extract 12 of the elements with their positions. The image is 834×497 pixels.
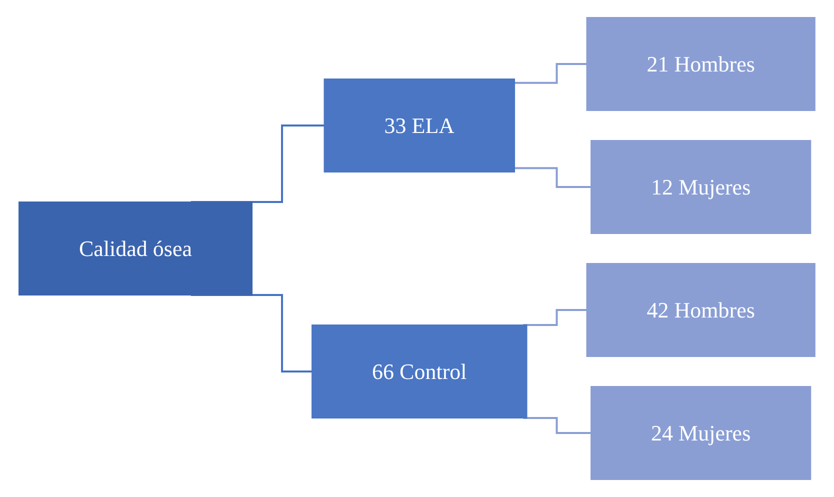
node-box: 33 ELA: [324, 78, 516, 172]
node-box: 24 Mujeres: [590, 386, 812, 480]
node-box: 66 Control: [312, 324, 528, 418]
connector: [523, 417, 592, 434]
node-box: Calidad ósea: [18, 202, 253, 296]
node-box: 42 Hombres: [586, 263, 816, 357]
connector: [523, 309, 588, 326]
connector: [514, 167, 592, 188]
node-box: 21 Hombres: [586, 17, 816, 111]
node-box: 12 Mujeres: [590, 140, 812, 234]
connector: [190, 124, 326, 203]
connector: [514, 63, 588, 84]
